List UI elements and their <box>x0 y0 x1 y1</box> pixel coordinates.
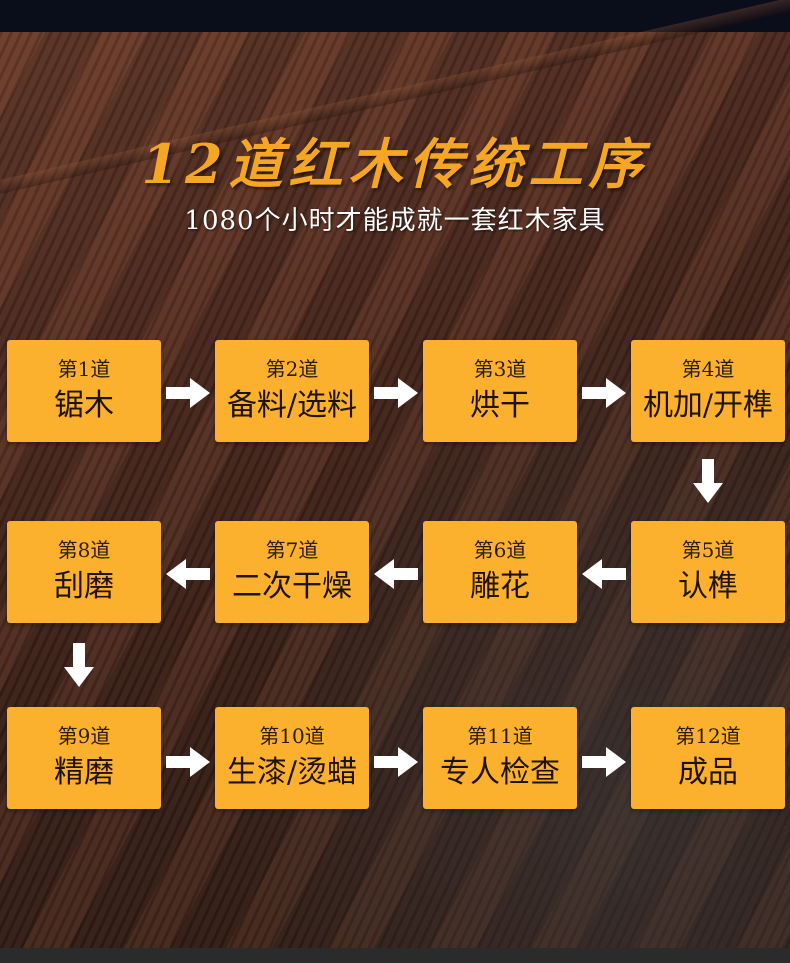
step-card-2: 第2道 备料/选料 <box>215 340 369 442</box>
step-name: 雕花 <box>470 569 530 604</box>
page-subtitle: 1080个小时才能成就一套红木家具 <box>184 206 606 236</box>
step-name: 生漆/烫蜡 <box>226 755 358 790</box>
step-number: 第4道 <box>681 357 735 381</box>
arrow-right-icon <box>374 376 418 410</box>
arrow-right-icon <box>374 745 418 779</box>
step-name: 认榫 <box>678 569 738 604</box>
step-name: 备料/选料 <box>226 388 358 423</box>
step-number: 第12道 <box>675 724 741 748</box>
step-name: 精磨 <box>54 755 114 790</box>
step-number: 第8道 <box>57 538 111 562</box>
step-number: 第7道 <box>265 538 319 562</box>
step-card-10: 第10道 生漆/烫蜡 <box>215 707 369 809</box>
arrow-right-icon <box>582 745 626 779</box>
step-name: 专人检查 <box>440 755 560 790</box>
arrow-right-icon <box>166 745 210 779</box>
step-name: 二次干燥 <box>232 569 352 604</box>
arrow-right-icon <box>166 376 210 410</box>
step-number: 第5道 <box>681 538 735 562</box>
step-card-9: 第9道 精磨 <box>7 707 161 809</box>
step-name: 烘干 <box>470 388 530 423</box>
step-number: 第3道 <box>473 357 527 381</box>
step-name: 锯木 <box>54 388 114 423</box>
step-card-11: 第11道 专人检查 <box>423 707 577 809</box>
top-bar <box>0 0 790 32</box>
step-number: 第2道 <box>265 357 319 381</box>
arrow-left-icon <box>582 557 626 591</box>
step-number: 第10道 <box>259 724 325 748</box>
step-number: 第6道 <box>473 538 527 562</box>
step-number: 第11道 <box>467 724 533 748</box>
step-card-5: 第5道 认榫 <box>631 521 785 623</box>
bottom-bar <box>0 948 790 963</box>
step-name: 机加/开榫 <box>642 388 774 423</box>
arrow-down-icon <box>691 459 725 503</box>
arrow-down-icon <box>62 643 96 687</box>
step-card-7: 第7道 二次干燥 <box>215 521 369 623</box>
step-card-8: 第8道 刮磨 <box>7 521 161 623</box>
arrow-left-icon <box>166 557 210 591</box>
arrow-right-icon <box>582 376 626 410</box>
step-card-12: 第12道 成品 <box>631 707 785 809</box>
step-name: 刮磨 <box>54 569 114 604</box>
step-card-6: 第6道 雕花 <box>423 521 577 623</box>
step-number: 第1道 <box>57 357 111 381</box>
step-card-4: 第4道 机加/开榫 <box>631 340 785 442</box>
page-title: 12道红木传统工序 <box>141 132 649 196</box>
step-card-3: 第3道 烘干 <box>423 340 577 442</box>
step-name: 成品 <box>678 755 738 790</box>
arrow-left-icon <box>374 557 418 591</box>
step-number: 第9道 <box>57 724 111 748</box>
step-card-1: 第1道 锯木 <box>7 340 161 442</box>
